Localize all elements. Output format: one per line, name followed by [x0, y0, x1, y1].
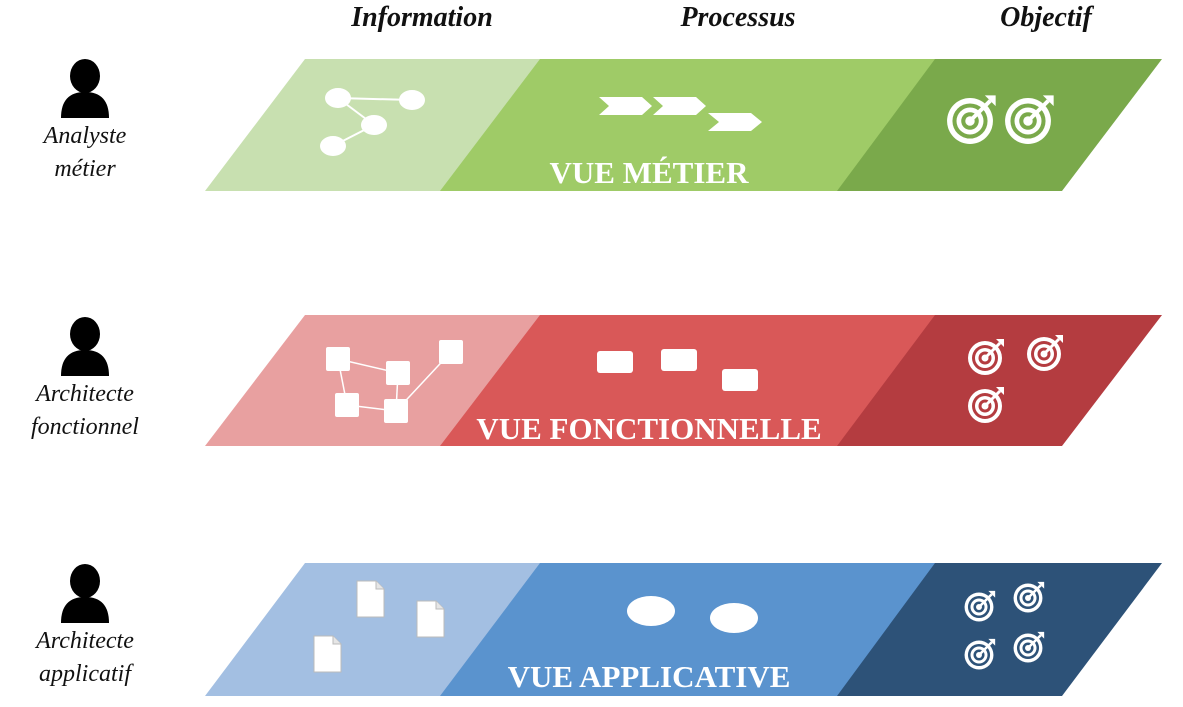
column-header-objectif: Objectif — [1000, 2, 1092, 33]
role-architecte-fonctionnel: Architecte fonctionnel — [0, 316, 180, 444]
person-icon — [61, 564, 109, 623]
process-ovals-icon — [627, 596, 758, 633]
role-label: Analyste métier — [43, 123, 127, 182]
role-label: Architecte applicatif — [36, 628, 134, 687]
band-segment-objectif — [837, 59, 1162, 191]
document-icon — [356, 580, 385, 618]
person-icon — [61, 59, 109, 118]
view-band-fonctionnelle: VUE FONCTIONNELLE — [205, 315, 1162, 446]
view-title: VUE APPLICATIVE — [508, 659, 791, 694]
band-segment-objectif — [837, 315, 1162, 446]
view-band-applicative: VUE APPLICATIVE — [205, 563, 1162, 696]
role-label: Architecte fonctionnel — [31, 381, 139, 440]
band-segment-objectif — [837, 563, 1162, 696]
view-title: VUE MÉTIER — [550, 155, 750, 190]
document-icon — [416, 600, 445, 638]
role-analyste-metier: Analyste métier — [0, 58, 180, 186]
information-blocks-icon — [326, 340, 463, 423]
band-segment-processus — [440, 315, 952, 446]
band-segment-processus — [440, 59, 952, 191]
person-icon — [61, 317, 109, 376]
document-icon — [313, 635, 342, 673]
band-segment-processus — [440, 563, 952, 696]
view-title: VUE FONCTIONNELLE — [476, 411, 821, 446]
view-band-metier: VUE MÉTIER — [205, 59, 1162, 191]
column-header-processus: Processus — [680, 2, 796, 33]
process-chevrons-icon — [599, 97, 762, 131]
information-network-icon — [320, 88, 425, 156]
role-architecte-applicatif: Architecte applicatif — [0, 563, 180, 691]
column-header-information: Information — [351, 2, 493, 33]
process-blocks-icon — [597, 349, 758, 391]
